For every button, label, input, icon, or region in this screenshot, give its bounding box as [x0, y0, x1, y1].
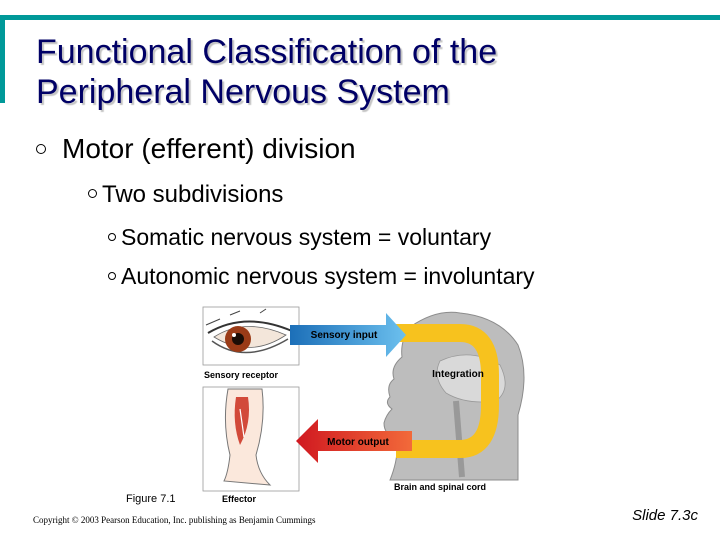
figure-caption: Figure 7.1 — [126, 493, 176, 505]
left-accent-bar — [0, 15, 5, 103]
effector-label: Effector — [222, 494, 257, 504]
bullet-two-subdivisions: Two subdivisions — [88, 181, 283, 209]
bullet-dot-icon — [108, 232, 116, 241]
bullet-dot-icon — [88, 189, 97, 199]
sensory-input-arrow — [290, 313, 406, 357]
title-line-1: Functional Classification of the — [36, 33, 498, 71]
integration-label: Integration — [432, 369, 484, 380]
motor-output-label: Motor output — [327, 437, 389, 448]
bullet-motor-division: Motor (efferent) division — [36, 133, 356, 165]
sensory-receptor-label: Sensory receptor — [204, 370, 279, 380]
nervous-system-figure: Sensory input Integration Motor output S… — [200, 305, 530, 510]
bullet-dot-icon — [108, 271, 116, 280]
slide-title: Functional Classification of the Periphe… — [36, 32, 497, 112]
bullet-text: Two subdivisions — [102, 181, 284, 208]
eye-icon — [202, 306, 300, 366]
top-accent-bar — [0, 15, 720, 20]
bullet-dot-icon — [36, 143, 46, 154]
slide-number: Slide 7.3c — [632, 507, 698, 524]
brain-label: Brain and spinal cord — [394, 482, 486, 492]
bullet-text: Somatic nervous system = voluntary — [121, 224, 492, 250]
integration-arrow — [396, 324, 499, 458]
bullet-text: Autonomic nervous system = involuntary — [121, 263, 535, 289]
title-line-2: Peripheral Nervous System — [36, 73, 450, 111]
bullet-autonomic: Autonomic nervous system = involuntary — [108, 263, 535, 290]
leg-muscle-icon — [202, 386, 300, 492]
copyright-notice: Copyright © 2003 Pearson Education, Inc.… — [33, 515, 316, 525]
sensory-input-label: Sensory input — [311, 330, 378, 341]
bullet-somatic: Somatic nervous system = voluntary — [108, 224, 491, 251]
bullet-text: Motor (efferent) division — [62, 133, 356, 164]
motor-output-arrow — [296, 419, 412, 463]
